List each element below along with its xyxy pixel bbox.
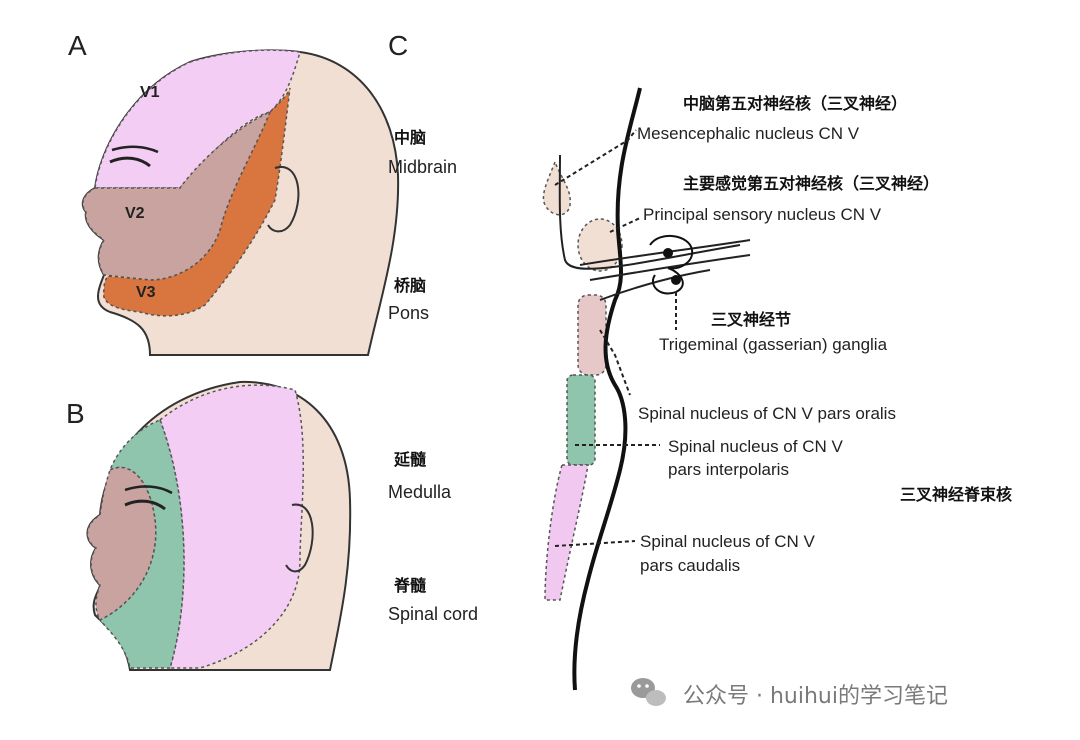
region-b-pink <box>159 384 305 669</box>
leader-oralis <box>599 329 631 396</box>
level-midbrain-zh: 中脑 <box>394 128 427 147</box>
caudalis-en-2: pars caudalis <box>640 556 741 575</box>
level-pons-en: Pons <box>388 303 430 323</box>
label-v3: V3 <box>136 284 156 301</box>
level-spinal-en: Spinal cord <box>388 604 479 624</box>
brainstem-inner-line <box>558 154 741 270</box>
ganglion-en: Trigeminal (gasserian) ganglia <box>659 335 888 354</box>
mesencephalic-zh: 中脑第五对神经核（三叉神经） <box>683 94 908 113</box>
principal-zh: 主要感觉第五对神经核（三叉神经） <box>683 174 940 193</box>
region-b-center <box>86 466 157 621</box>
mesencephalic-nucleus <box>542 159 571 216</box>
ganglion-zh: 三叉神经节 <box>711 310 792 329</box>
principal-en: Principal sensory nucleus CN V <box>643 205 882 224</box>
pars-caudalis <box>544 464 589 601</box>
ear-b <box>285 503 314 573</box>
watermark-text: 公众号 · huihui的学习笔记 <box>683 684 948 709</box>
pars-interpolaris <box>566 374 596 466</box>
ganglion-node-1 <box>663 248 673 258</box>
level-midbrain-en: Midbrain <box>388 157 458 177</box>
spinal-tract-zh: 三叉神经脊束核 <box>900 485 1013 504</box>
level-spinal-zh: 脊髓 <box>394 576 427 595</box>
eye-a <box>109 156 151 168</box>
label-v2: V2 <box>125 205 145 222</box>
panel-label-b: B <box>66 398 85 429</box>
region-b-green <box>98 419 185 669</box>
leader-principal <box>609 217 641 233</box>
head-b <box>86 380 352 671</box>
panel-label-c: C <box>388 30 409 61</box>
interpolaris-en-2: pars interpolaris <box>668 460 789 479</box>
principal-nucleus <box>577 218 623 272</box>
caudalis-en-1: Spinal nucleus of CN V <box>640 532 815 551</box>
ear-a <box>267 165 300 233</box>
head-a <box>81 49 400 356</box>
pars-oralis <box>577 294 607 376</box>
eye-b <box>124 499 166 511</box>
nerve-root-2 <box>589 254 751 281</box>
level-medulla-en: Medulla <box>388 482 452 502</box>
leader-caudalis <box>554 540 636 547</box>
ganglion-outline <box>649 235 694 295</box>
brainstem <box>542 87 751 691</box>
level-pons-zh: 桥脑 <box>394 276 427 295</box>
panel-label-a: A <box>68 30 87 61</box>
brow-b <box>124 485 173 495</box>
interpolaris-en-1: Spinal nucleus of CN V <box>668 437 843 456</box>
level-medulla-zh: 延髓 <box>394 450 427 469</box>
label-v1: V1 <box>140 84 160 101</box>
nerve-root-3 <box>599 269 711 301</box>
ganglion-node-2 <box>671 275 681 285</box>
brow-a <box>111 145 159 154</box>
region-v1 <box>94 49 301 189</box>
oralis-en: Spinal nucleus of CN V pars oralis <box>638 404 896 423</box>
region-v3 <box>102 87 291 317</box>
leader-mesencephalic <box>554 129 637 186</box>
brainstem-outer-line <box>572 87 642 691</box>
wechat-icon <box>631 678 666 706</box>
mesencephalic-en: Mesencephalic nucleus CN V <box>637 124 860 143</box>
